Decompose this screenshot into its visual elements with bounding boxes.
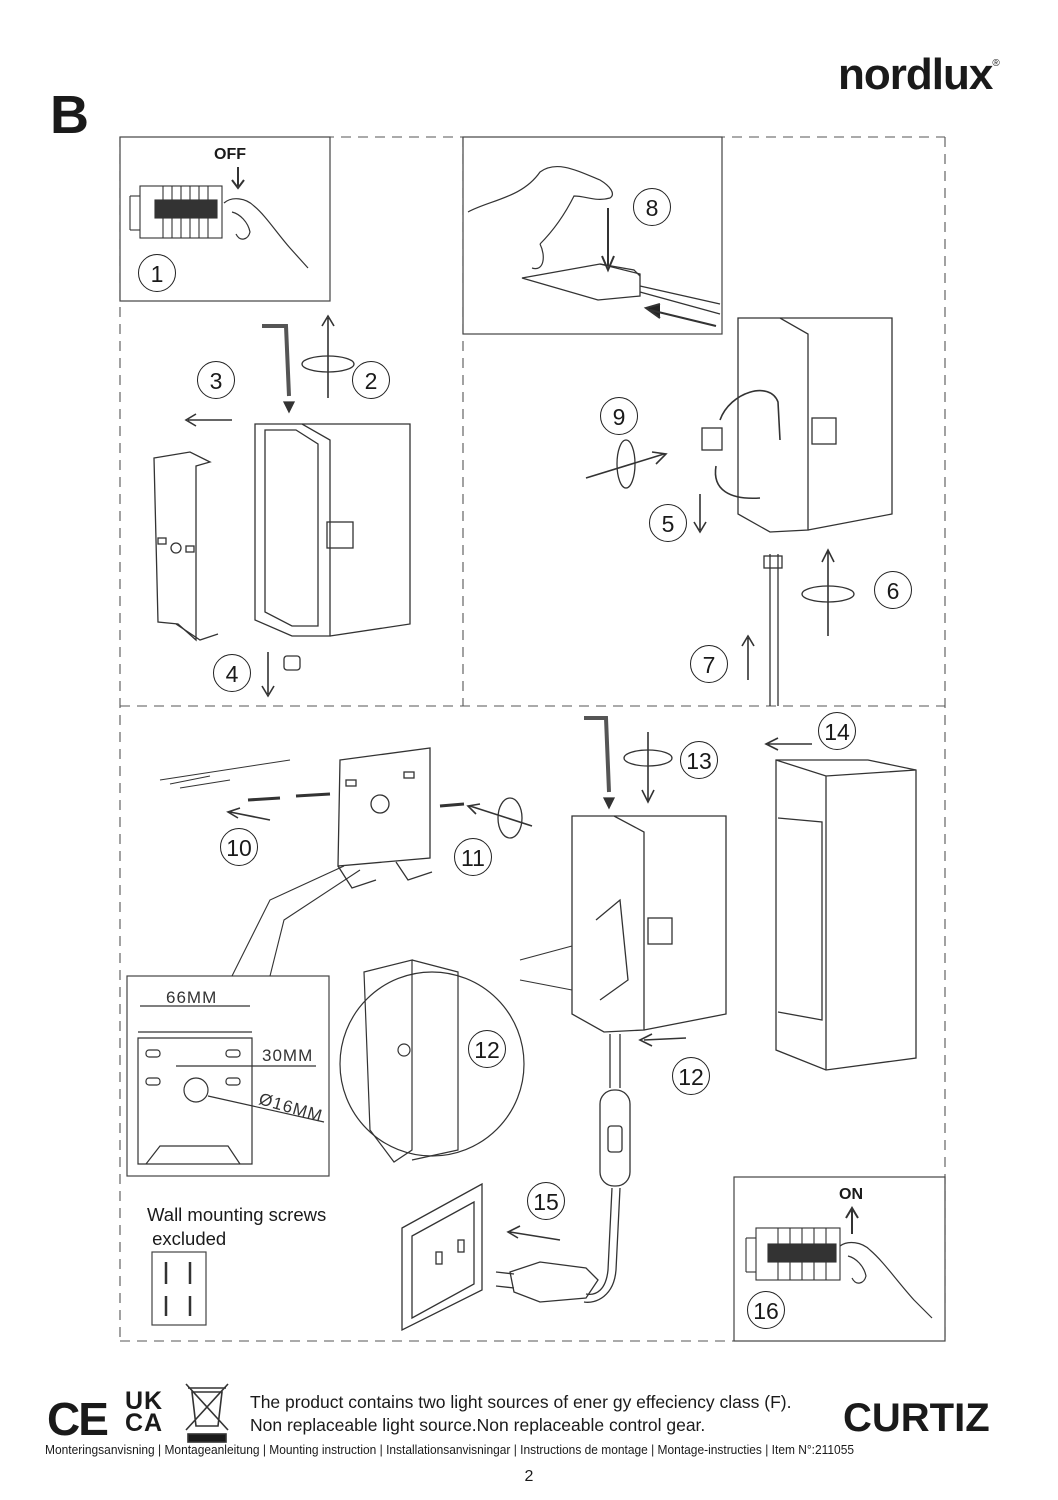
step-number-15: 15 [527, 1182, 565, 1220]
energy-notice: The product contains two light sources o… [250, 1391, 791, 1437]
step-number-12: 12 [672, 1057, 710, 1095]
left-arrow-icon [506, 1225, 561, 1241]
screw-icon [282, 401, 296, 414]
product-name: CURTIZ [843, 1396, 990, 1440]
left-arrow-icon [638, 1033, 687, 1047]
step-number-10: 10 [220, 828, 258, 866]
step-number-8: 8 [633, 188, 671, 226]
cable-icon [719, 389, 781, 441]
plug-icon [495, 1261, 599, 1303]
weee-crossed-bin-icon [185, 1383, 229, 1443]
left-arrow-icon [764, 737, 812, 751]
strain-relief-icon [701, 427, 723, 451]
terminal-block-icon [521, 263, 721, 315]
step-number-11: 11 [454, 838, 492, 876]
hand-icon [467, 165, 613, 270]
step-number-4: 4 [213, 654, 251, 692]
breaker-panel-icon [745, 1227, 841, 1281]
rotate-arrow-icon [301, 355, 355, 373]
wall-edge [159, 759, 291, 789]
breaker-panel-icon [129, 185, 223, 239]
cable-icon [583, 1187, 621, 1303]
up-arrow-icon [845, 1206, 859, 1234]
down-arrow-icon [231, 167, 245, 190]
hex-key-icon [584, 716, 611, 793]
instructions-footer: Monteringsanvisning | Montageanleitung |… [45, 1442, 855, 1457]
step-number-6: 6 [874, 571, 912, 609]
step-number-16: 16 [747, 1291, 785, 1329]
up-arrow-icon [321, 314, 335, 398]
down-arrow-icon [641, 732, 655, 804]
step-number-14: 14 [818, 712, 856, 750]
cap-icon [283, 655, 301, 671]
section-letter: B [50, 85, 89, 145]
cable-icon [769, 554, 779, 706]
cable-icon [714, 465, 761, 500]
left-arrow-icon [643, 303, 717, 327]
up-arrow-icon [821, 548, 835, 636]
down-arrow-icon [261, 652, 275, 698]
rotate-arrow-icon [497, 797, 523, 839]
lamp-housing-icon [737, 317, 893, 533]
step-number-3: 3 [197, 361, 235, 399]
inline-switch-icon [599, 1089, 631, 1187]
gland-icon [763, 555, 783, 569]
step-number-7: 7 [690, 645, 728, 683]
lamp-housing-icon [254, 423, 411, 637]
left-arrow-icon [184, 413, 232, 427]
rotate-arrow-icon [616, 439, 636, 489]
page-number: 2 [524, 1468, 534, 1485]
up-arrow-icon [741, 634, 755, 680]
step-number-5: 5 [649, 504, 687, 542]
step-number-13: 13 [680, 741, 718, 779]
down-arrow-icon [693, 494, 707, 534]
off-label: OFF [214, 146, 246, 163]
screws-note: Wall mounting screws excluded [147, 1204, 327, 1249]
down-arrow-icon [601, 208, 615, 273]
registered-mark: ® [992, 58, 999, 69]
mounting-bracket-icon [337, 747, 433, 889]
screw-icon [164, 1262, 192, 1316]
hand-icon [223, 198, 309, 269]
brand-wordmark: nordlux [838, 50, 993, 99]
socket-icon [401, 1182, 483, 1332]
mounting-bracket-icon [153, 451, 219, 642]
rotate-arrow-icon [801, 585, 855, 603]
energy-line-1: The product contains two light sources o… [250, 1392, 792, 1412]
ukca-mark: UK CA [125, 1387, 164, 1437]
on-label: ON [839, 1186, 863, 1203]
step-number-1: 1 [138, 254, 176, 292]
brand-logo: nordlux® [838, 50, 1000, 100]
cable-icon [609, 1034, 621, 1088]
lamp-cover-icon [775, 759, 917, 1071]
bracket-dimension-drawing [137, 1005, 325, 1165]
energy-line-2: Non replaceable light source.Non replace… [250, 1415, 706, 1435]
dimension-width: 66MM [166, 988, 218, 1007]
hand-icon [839, 1241, 933, 1319]
ce-mark: CE [47, 1393, 109, 1445]
left-arrow-icon [226, 807, 271, 821]
step-number-12-detail: 12 [468, 1030, 506, 1068]
right-arrow-icon [585, 451, 668, 479]
lamp-housing-icon [571, 815, 727, 1033]
screw-icon [247, 792, 465, 808]
hex-key-icon [262, 324, 291, 397]
detail-magnifier [339, 959, 525, 1163]
dimension-spacing: 30MM [262, 1046, 314, 1065]
rotate-arrow-icon [623, 749, 673, 767]
step-number-2: 2 [352, 361, 390, 399]
screw-icon [602, 797, 616, 810]
step-number-9: 9 [600, 397, 638, 435]
